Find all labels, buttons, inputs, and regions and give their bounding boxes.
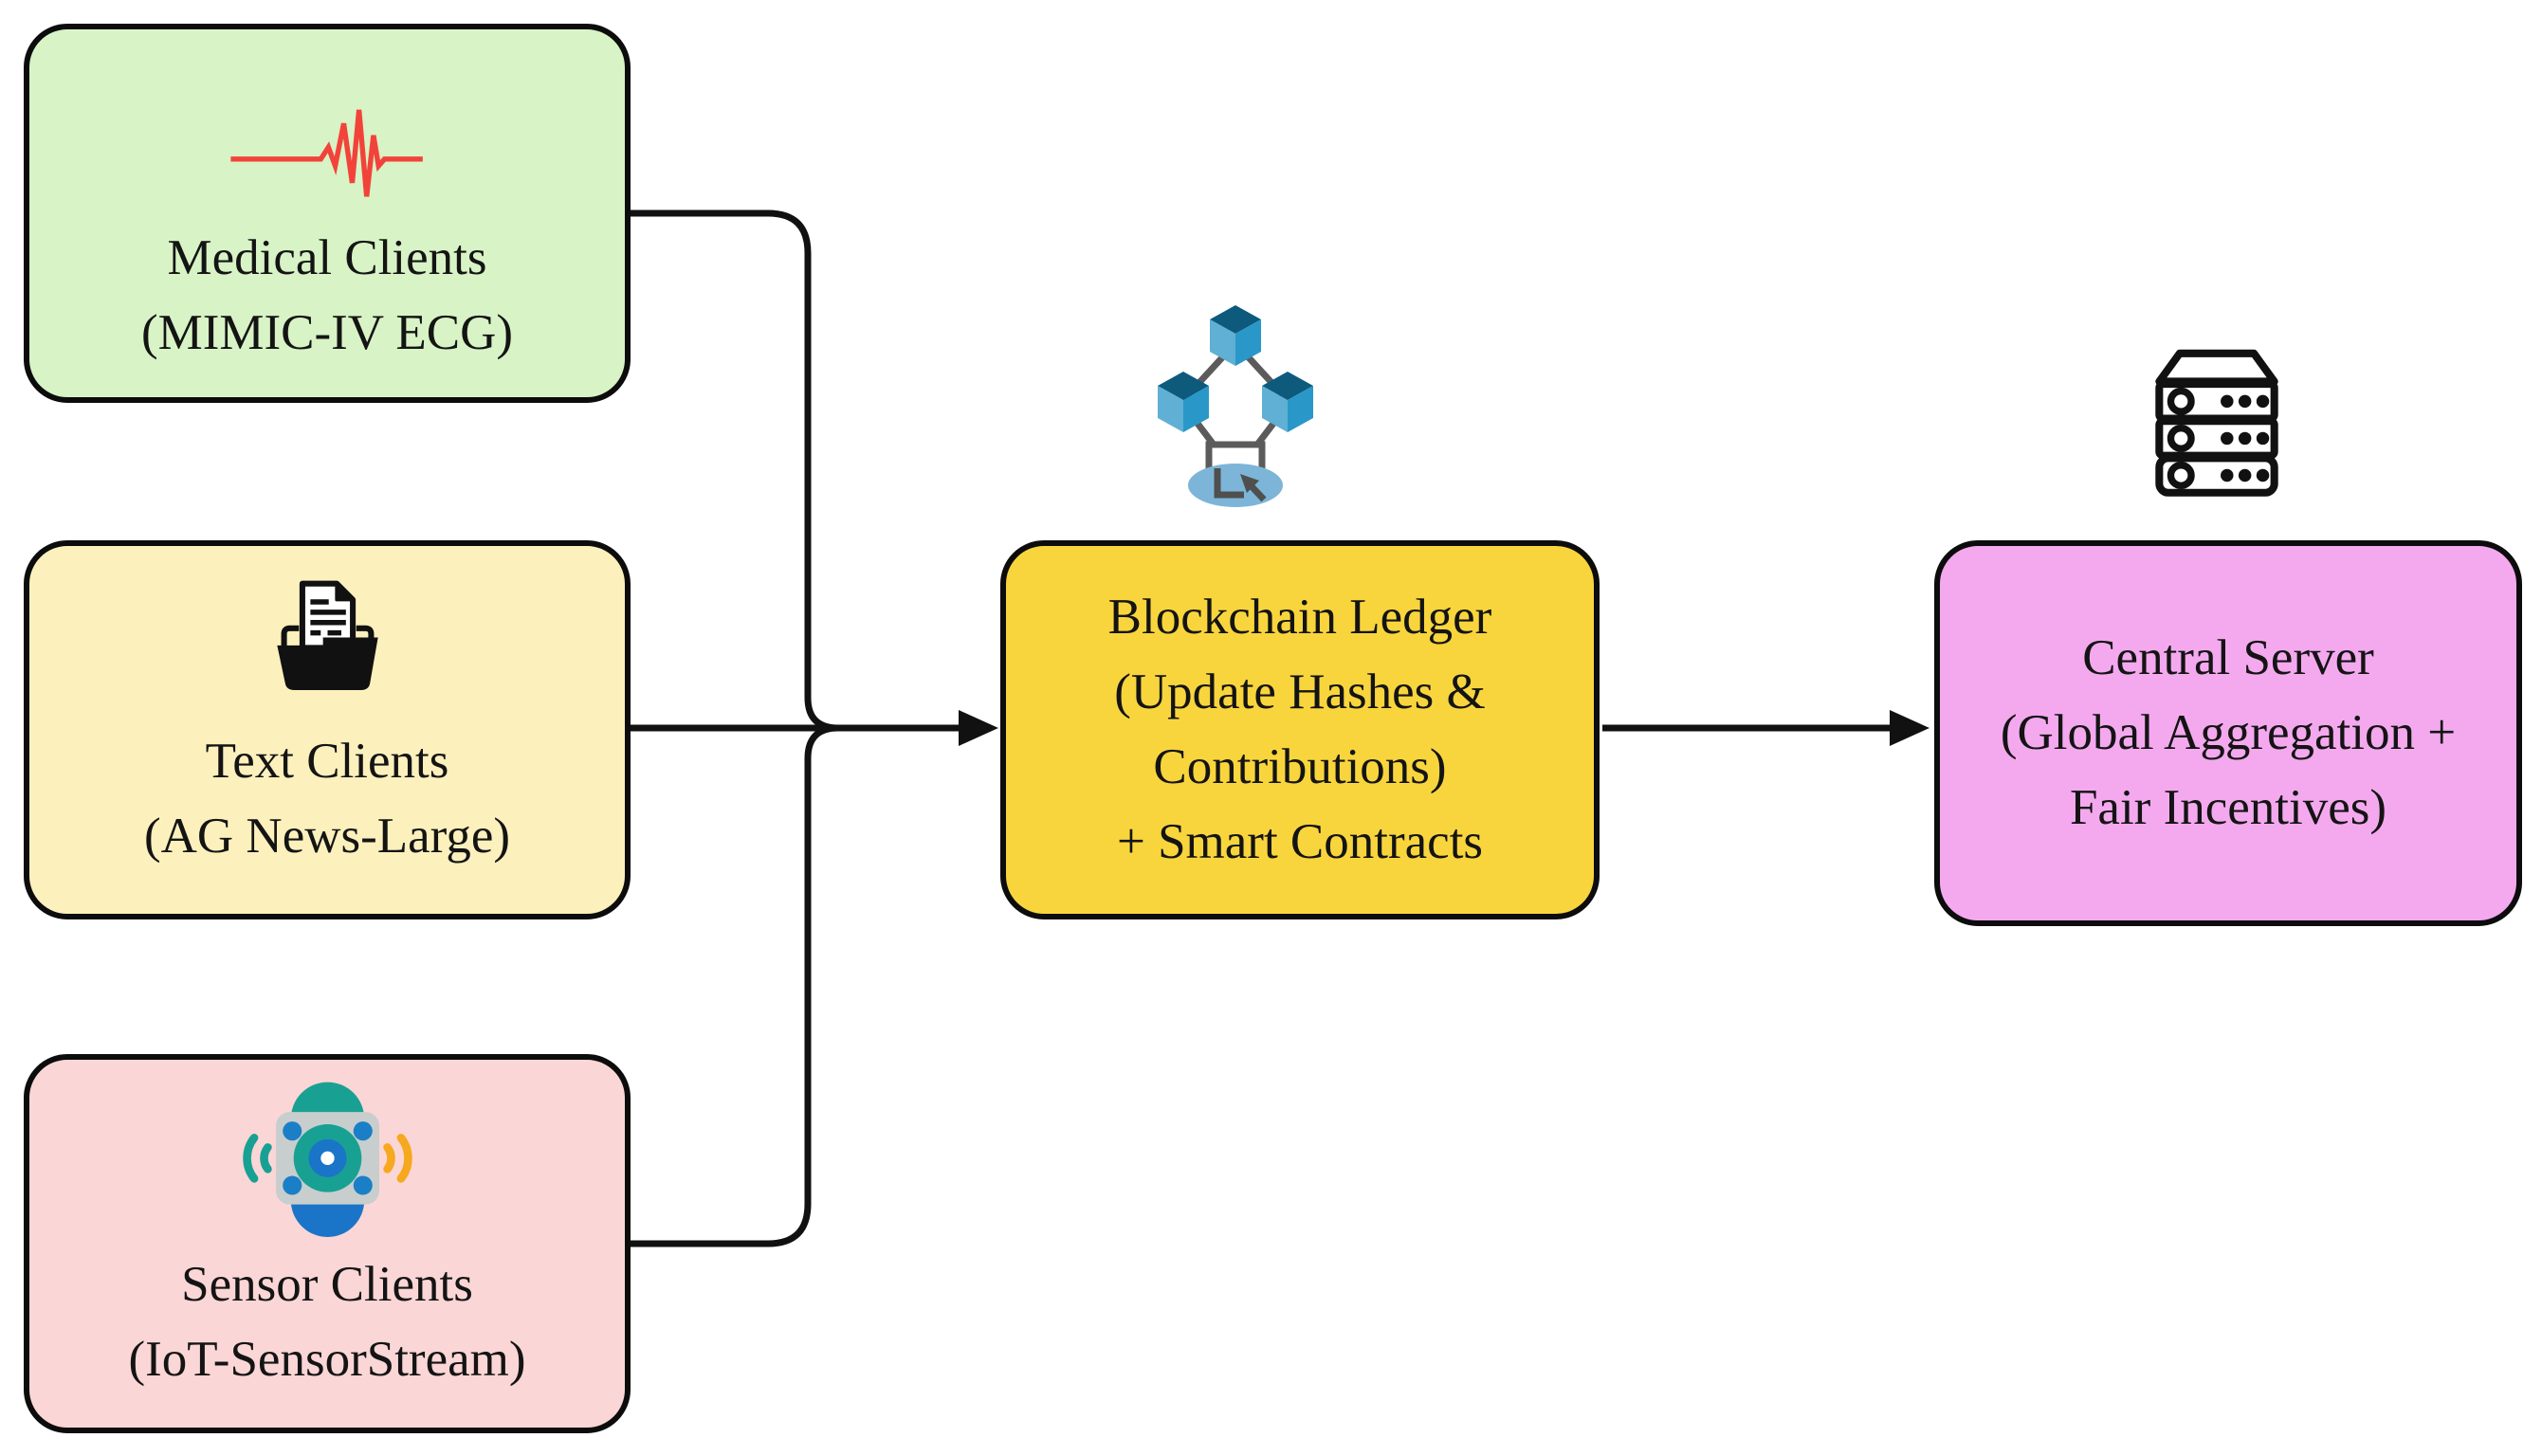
text-clients-label: Text Clients — [205, 734, 449, 789]
medical-clients-dataset: (MIMIC-IV ECG) — [140, 305, 514, 360]
blockchain-label-line1: Blockchain Ledger — [1107, 590, 1492, 645]
iot-sensor-icon — [226, 1075, 430, 1246]
sensor-clients-label: Sensor Clients — [181, 1257, 473, 1312]
text-clients-dataset: (AG News-Large) — [143, 809, 511, 864]
server-rack-icon — [2133, 343, 2300, 520]
central-server-label-line1: Central Server — [2082, 630, 2374, 685]
document-folder-icon — [259, 567, 396, 719]
central-server-label-line2: (Global Aggregation + — [2000, 705, 2457, 760]
blockchain-network-icon — [1145, 296, 1326, 523]
edge-medical-to-junction — [628, 209, 839, 732]
arrowhead-into-central — [1890, 710, 1929, 746]
blockchain-label-line3: Contributions) — [1153, 739, 1447, 794]
sensor-clients-dataset: (IoT-SensorStream) — [128, 1332, 526, 1387]
ecg-waveform-icon — [226, 79, 430, 221]
medical-clients-label: Medical Clients — [167, 230, 487, 285]
medical-clients-node: Medical Clients (MIMIC-IV ECG) — [24, 24, 631, 403]
arrowhead-into-blockchain — [959, 710, 998, 746]
blockchain-ledger-node: Blockchain Ledger (Update Hashes & Contr… — [1000, 540, 1600, 919]
text-clients-node: Text Clients (AG News-Large) — [24, 540, 631, 919]
edge-sensor-to-junction — [628, 724, 839, 1247]
central-server-label-line3: Fair Incentives) — [2069, 780, 2387, 835]
blockchain-label-line2: (Update Hashes & — [1114, 664, 1486, 719]
blockchain-label-line4: + Smart Contracts — [1116, 814, 1484, 869]
sensor-clients-node: Sensor Clients (IoT-SensorStream) — [24, 1054, 631, 1433]
central-server-node: Central Server (Global Aggregation + Fai… — [1934, 540, 2522, 926]
